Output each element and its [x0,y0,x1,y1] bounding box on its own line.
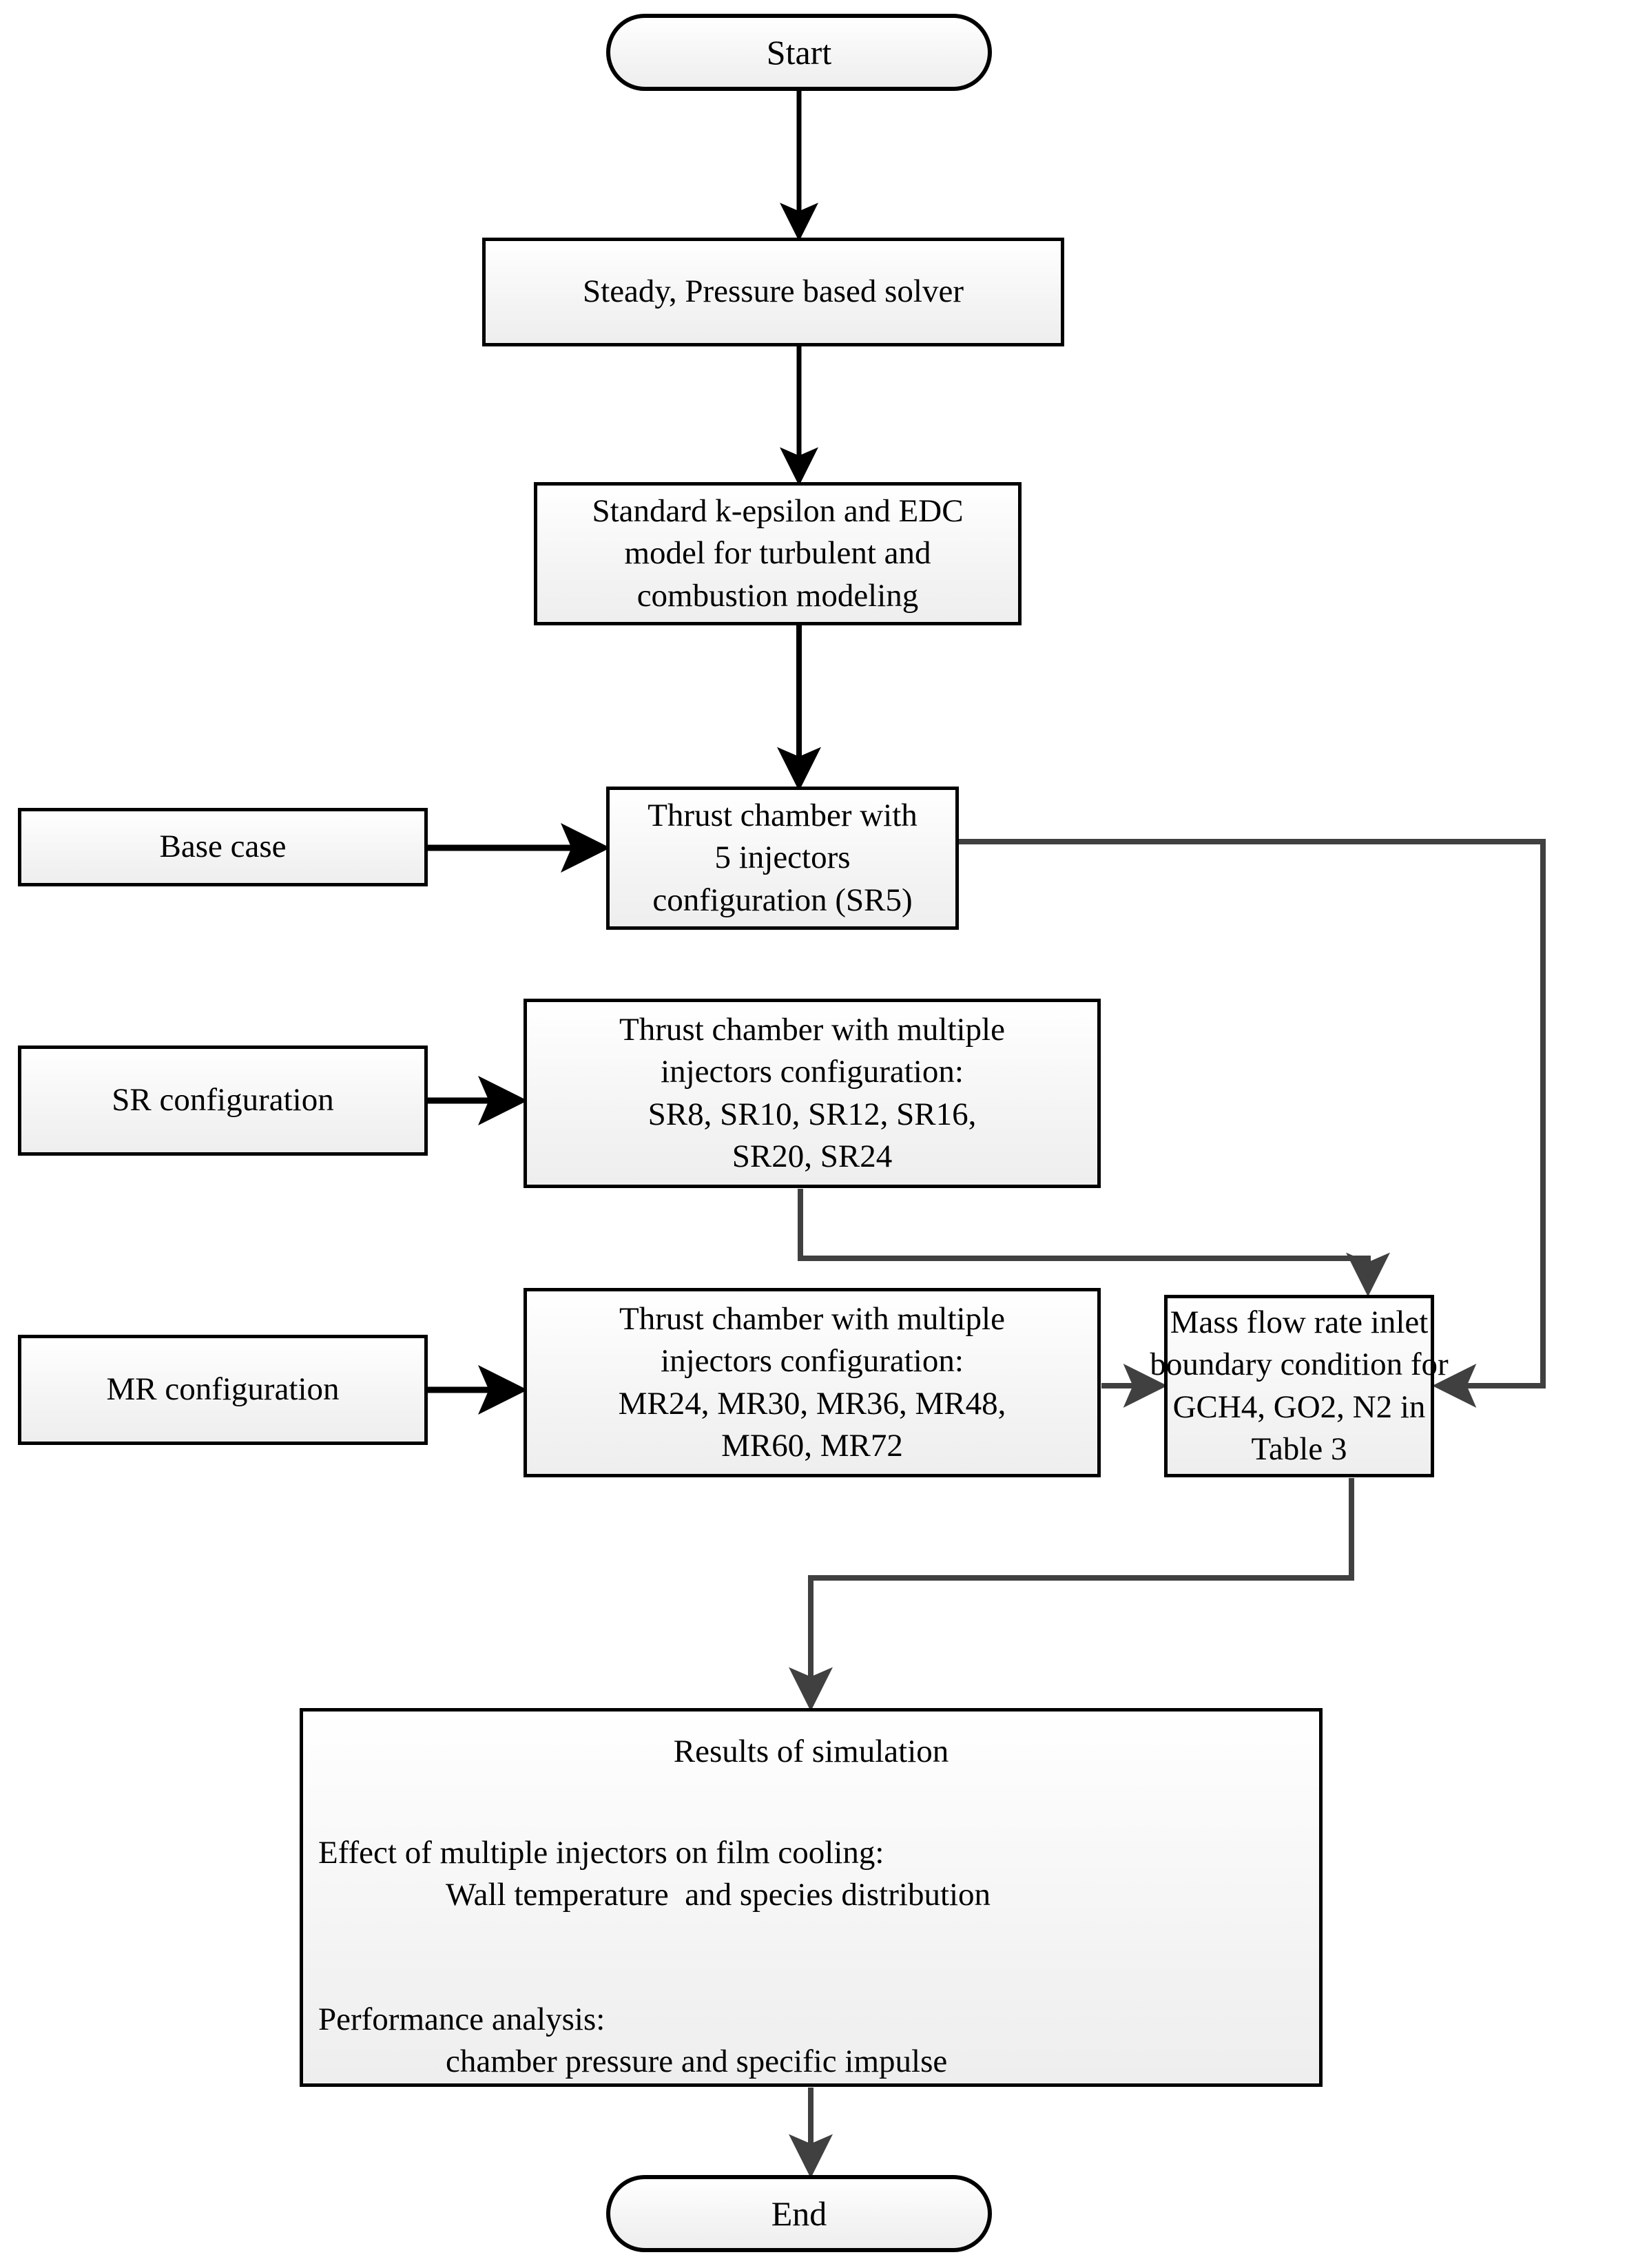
edge-massflow-to-results [789,1478,1354,1712]
results-section1-heading: Effect of multiple injectors on film coo… [318,1835,884,1871]
node-models-line-3: combustion modeling [636,577,919,614]
node-sr-multi-line-2: injectors configuration: [661,1054,964,1090]
node-sr-multi-line-4: SR20, SR24 [732,1138,893,1174]
node-base-case-label: Base case [159,829,287,865]
node-mass-flow-rate-boundary-condition[interactable]: Mass flow rate inlet boundary condition … [1150,1295,1449,1477]
results-title: Results of simulation [673,1734,949,1769]
node-mr-multi-line-3: MR24, MR30, MR36, MR48, [618,1385,1006,1422]
node-results-of-simulation[interactable]: Results of simulation Effect of multiple… [300,1708,1323,2087]
node-models-line-1: Standard k-epsilon and EDC [592,493,964,530]
node-mr-configuration[interactable]: MR configuration [18,1335,428,1445]
node-base-case[interactable]: Base case [18,808,428,886]
results-section-film-cooling: Effect of multiple injectors on film coo… [303,1832,1319,1916]
results-section2-heading: Performance analysis: [318,2001,605,2038]
node-models-line-2: model for turbulent and [624,535,931,572]
node-thrust-chamber-sr-multiple[interactable]: Thrust chamber with multiple injectors c… [524,999,1101,1188]
node-sr5-line-1: Thrust chamber with [647,798,918,834]
node-mr-multi-line-4: MR60, MR72 [721,1427,903,1464]
results-section2-detail: chamber pressure and specific impulse [446,2043,948,2080]
node-steady-pressure-based-solver[interactable]: Steady, Pressure based solver [482,238,1064,346]
node-start[interactable]: Start [606,14,992,91]
node-thrust-chamber-sr5[interactable]: Thrust chamber with 5 injectors configur… [606,787,959,930]
node-mr-multi-line-2: injectors configuration: [661,1343,964,1380]
node-massflow-line-1: Mass flow rate inlet [1170,1304,1429,1341]
node-end[interactable]: End [606,2175,992,2252]
node-sr5-line-3: configuration (SR5) [652,882,913,918]
node-mr-config-label: MR configuration [106,1371,340,1408]
node-start-label: Start [766,32,832,72]
node-end-label: End [771,2194,827,2233]
results-section-performance: Performance analysis: chamber pressure a… [303,1999,1319,2083]
results-section1-detail: Wall temperature and species distributio… [446,1877,991,1913]
edge-sr-multi-to-massflow [798,1189,1390,1297]
node-turbulence-combustion-model[interactable]: Standard k-epsilon and EDC model for tur… [534,482,1022,625]
node-sr-configuration[interactable]: SR configuration [18,1045,428,1156]
node-solver-label: Steady, Pressure based solver [583,273,964,310]
node-sr-multi-line-1: Thrust chamber with multiple [619,1012,1005,1048]
node-mr-multi-line-1: Thrust chamber with multiple [619,1301,1005,1338]
node-massflow-line-3: GCH4, GO2, N2 in [1172,1388,1426,1425]
results-spacer-top [303,1773,1319,1832]
node-massflow-line-4: Table 3 [1251,1430,1347,1467]
results-spacer-mid [303,1916,1319,1999]
node-sr-multi-line-3: SR8, SR10, SR12, SR16, [647,1096,977,1132]
node-thrust-chamber-mr-multiple[interactable]: Thrust chamber with multiple injectors c… [524,1288,1101,1477]
node-sr5-line-2: 5 injectors [714,840,851,876]
node-massflow-line-2: boundary condition for [1150,1346,1449,1383]
node-sr-config-label: SR configuration [112,1082,334,1119]
